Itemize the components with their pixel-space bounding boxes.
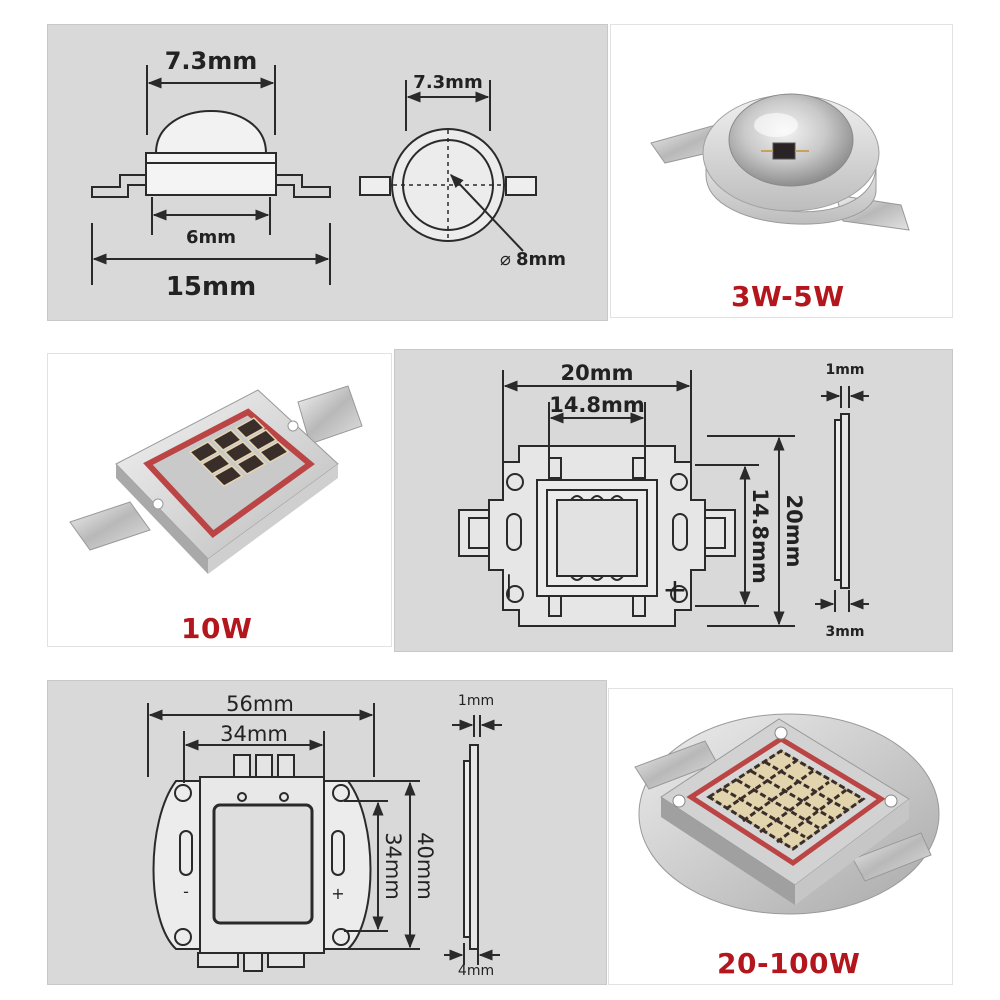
plus-icon: + <box>331 884 344 903</box>
small-led-photo <box>650 93 910 231</box>
large-height-label: 40mm <box>413 832 437 900</box>
large-led-power-label: 20-100W <box>717 947 861 980</box>
medium-led-front-view <box>458 370 795 627</box>
led-die <box>772 142 796 160</box>
large-width-label: 56mm <box>226 692 294 716</box>
small-top-width-label: 7.3mm <box>165 47 258 75</box>
led-chip-array <box>706 749 866 851</box>
small-led-drawing: 7.3mm 6mm 15mm 7.3mm ⌀ 8mm <box>91 47 566 302</box>
small-led-drawing-panel: 7.3mm 6mm 15mm 7.3mm ⌀ 8mm <box>47 24 608 321</box>
large-led-photo-panel: 20-100W <box>608 688 953 985</box>
medium-height-label: 20mm <box>782 495 806 568</box>
medium-width-label: 20mm <box>561 361 634 385</box>
large-side-bottom-label: 4mm <box>458 963 494 979</box>
large-side-top-label: 1mm <box>458 693 494 709</box>
large-led-front-view <box>147 703 420 972</box>
medium-led-side-view <box>815 386 869 612</box>
small-led-power-label: 3W-5W <box>731 280 845 313</box>
medium-led-drawing-panel: 20mm 14.8mm 14.8mm 20mm — + 1mm 3mm <box>394 349 953 652</box>
small-diameter-label: 8mm <box>516 249 566 270</box>
minus-icon: — <box>495 573 525 599</box>
small-led-top-view <box>359 80 537 252</box>
medium-led-photo <box>69 385 363 574</box>
led-chip-array <box>188 417 290 487</box>
small-led-photo-panel: 3W-5W <box>610 24 953 318</box>
small-lens-width-label: 7.3mm <box>413 72 482 93</box>
large-led-side-view <box>444 715 502 965</box>
medium-side-top-label: 1mm <box>826 362 865 378</box>
large-led-drawing-panel: 56mm 34mm 34mm 40mm - + 1mm 4mm <box>47 680 607 985</box>
medium-led-drawing: 20mm 14.8mm 14.8mm 20mm — + 1mm 3mm <box>458 361 869 640</box>
medium-side-bottom-label: 3mm <box>826 624 865 640</box>
medium-inner-height-label: 14.8mm <box>748 488 772 584</box>
medium-led-photo-panel: 10W <box>47 353 392 647</box>
plus-icon: + <box>662 573 687 608</box>
large-inner-height-label: 34mm <box>381 832 405 900</box>
diameter-icon: ⌀ <box>500 249 511 270</box>
small-led-side-view <box>91 65 331 285</box>
large-led-drawing: 56mm 34mm 34mm 40mm - + 1mm 4mm <box>147 692 502 979</box>
large-led-photo <box>634 713 940 915</box>
small-base-width-label: 6mm <box>186 227 236 248</box>
medium-inner-width-label: 14.8mm <box>549 393 645 417</box>
minus-icon: - <box>183 882 189 901</box>
small-total-width-label: 15mm <box>166 272 256 302</box>
large-inner-width-label: 34mm <box>220 722 288 746</box>
medium-led-power-label: 10W <box>181 612 253 645</box>
